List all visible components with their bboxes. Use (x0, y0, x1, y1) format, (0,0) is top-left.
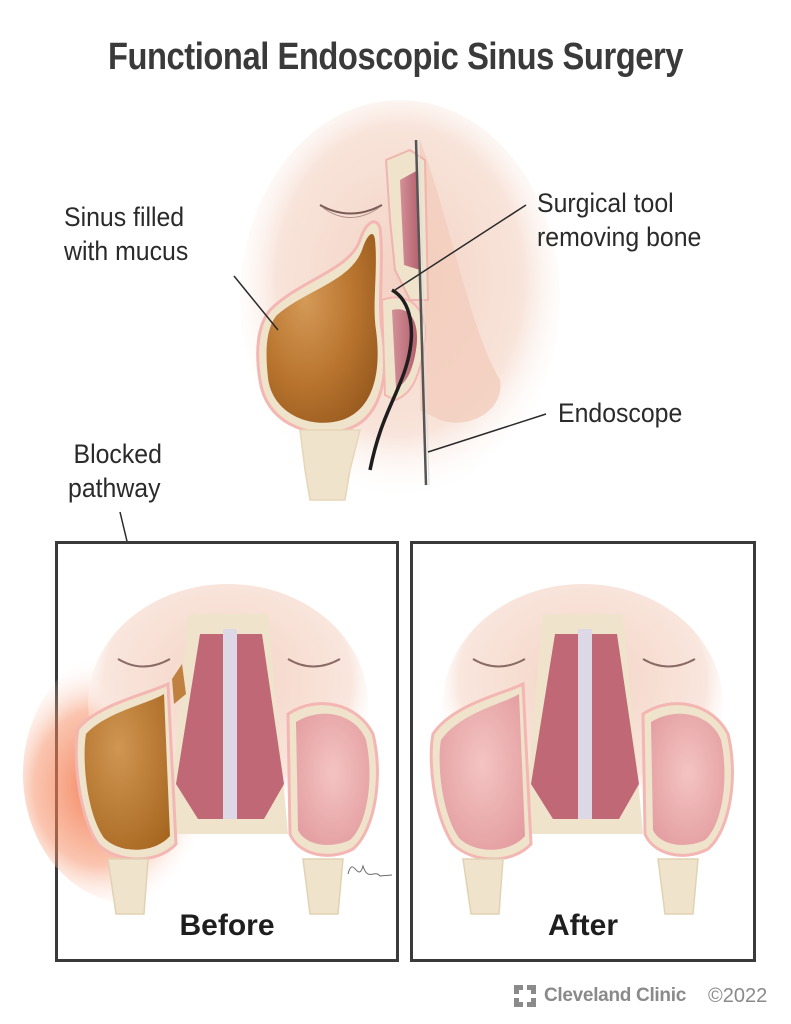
brand-name: Cleveland Clinic (544, 985, 686, 1006)
panel-after: After (410, 541, 756, 962)
after-illustration (429, 584, 734, 915)
copyright: ©2022 (707, 984, 768, 1007)
footer: Cleveland Clinic ©2022 (514, 983, 767, 1009)
label-line: Blocked (73, 439, 162, 469)
label-line: with mucus (64, 236, 189, 266)
label-line: Surgical tool (537, 188, 674, 218)
label-line: Sinus filled (64, 202, 185, 232)
page-title: Functional Endoscopic Sinus Surgery (107, 36, 684, 78)
label-surgical-tool: Surgical tool removing bone (537, 186, 701, 254)
panel-before: Before (23, 541, 399, 962)
label-sinus-filled: Sinus filled with mucus (64, 200, 188, 268)
before-illustration (23, 584, 393, 915)
label-blocked-pathway: Blocked pathway (68, 437, 162, 505)
label-line: removing bone (537, 222, 702, 252)
label-line: pathway (68, 473, 161, 503)
panel-caption-after: After (547, 909, 618, 942)
cleveland-clinic-logo-icon (514, 985, 536, 1007)
label-endoscope: Endoscope (558, 398, 683, 428)
top-illustration (119, 100, 560, 701)
panel-caption-before: Before (179, 909, 275, 942)
